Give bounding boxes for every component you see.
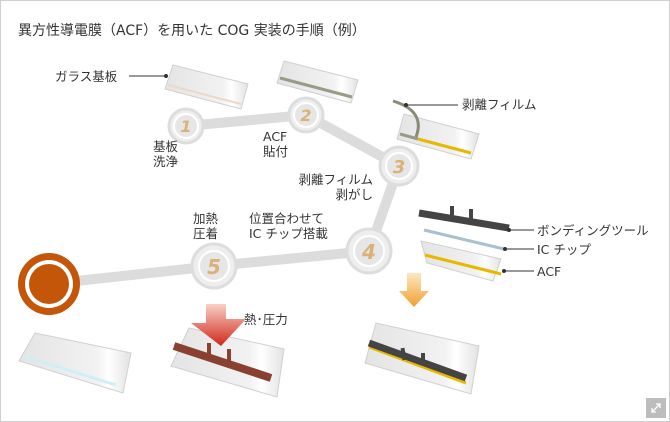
acf-label: ACF	[537, 264, 562, 279]
finished-plate	[18, 332, 132, 394]
heat-pressure-label: 熱･圧力	[244, 312, 288, 327]
step-number-2: 2	[300, 106, 311, 125]
expand-icon	[651, 403, 661, 413]
bonding-tool-label: ボンディングツール	[537, 223, 649, 238]
step-5-label: 加熱 圧着	[193, 211, 218, 241]
step-4-label-line: IC チップ搭載	[249, 226, 328, 241]
step-3-label-line: 剥離フィルム	[298, 172, 373, 187]
goal-node	[18, 253, 80, 315]
bonding-plate	[170, 304, 285, 398]
ic-chip-stack	[418, 206, 510, 282]
expand-button[interactable]	[646, 398, 666, 418]
step-2-label-line: 貼付	[263, 144, 289, 159]
acf-applied-plate	[276, 60, 359, 104]
placement-arrow-icon	[399, 273, 429, 307]
step-4-label-line: 位置合わせて	[249, 211, 325, 226]
step-node-4	[345, 227, 393, 275]
ic-chip-label: IC チップ	[537, 242, 591, 257]
step-node-2	[287, 96, 325, 134]
glass-substrate-label: ガラス基板	[55, 69, 118, 84]
release-film-label: 剥離フィルム	[462, 97, 537, 112]
placement-plate	[364, 273, 480, 395]
step-number-4: 4	[361, 240, 376, 264]
step-2-label: ACF 貼付	[263, 129, 288, 159]
heat-pressure-arrow-icon	[191, 304, 246, 346]
step-4-label: 位置合わせて IC チップ搭載	[249, 211, 328, 241]
step-3-label: 剥離フィルム 剥がし	[291, 172, 373, 202]
step-number-1: 1	[180, 117, 191, 136]
step-number-3: 3	[393, 157, 406, 178]
step-1-label-line: 基板	[153, 139, 179, 154]
step-3-label-line: 剥がし	[335, 187, 373, 202]
step-5-label-line: 圧着	[193, 226, 219, 241]
release-film-plate	[392, 99, 480, 160]
step-node-5	[190, 242, 238, 290]
step-number-5: 5	[207, 255, 221, 279]
step-5-label-line: 加熱	[193, 211, 219, 226]
release-film-curl	[392, 99, 420, 138]
step-node-3	[378, 145, 420, 187]
process-track	[48, 110, 404, 289]
diagram-title: 異方性導電膜（ACF）を用いた COG 実装の手順（例）	[18, 23, 366, 39]
step-2-label-line: ACF	[263, 129, 288, 144]
step-1-label-line: 洗浄	[153, 154, 179, 169]
step-node-1	[167, 107, 205, 145]
glass-substrate-plate	[164, 64, 249, 110]
step-1-label: 基板 洗浄	[153, 139, 178, 169]
